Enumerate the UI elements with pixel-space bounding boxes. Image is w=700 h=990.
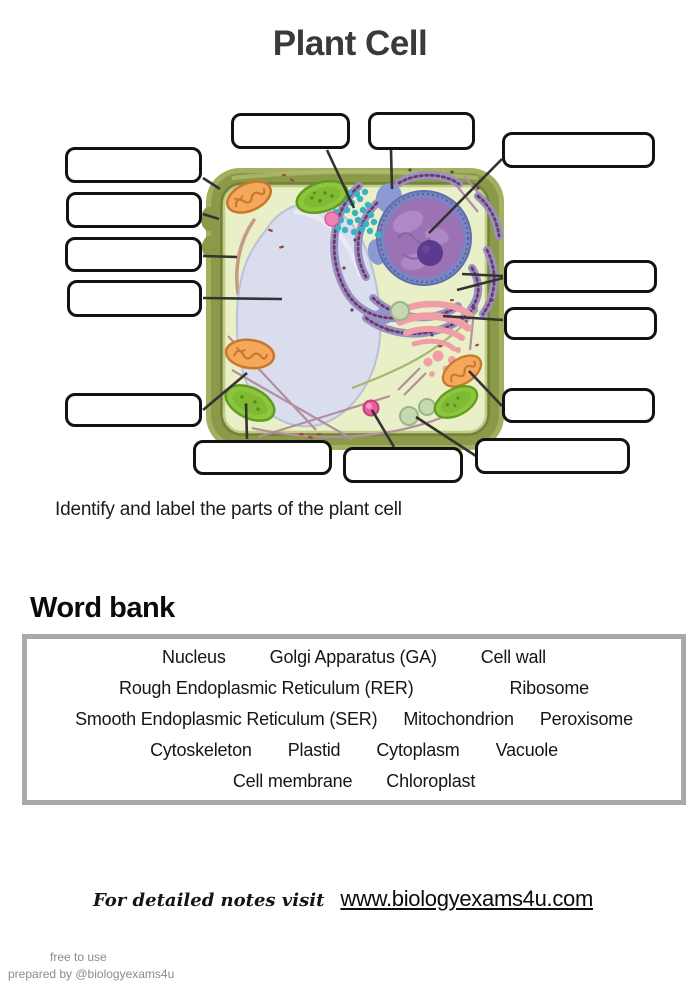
license-text: free to use xyxy=(50,950,107,964)
word-bank-row: Smooth Endoplasmic Reticulum (SER) Mitoch… xyxy=(33,704,675,735)
footer-note: For detailed notes visit www.biologyexam… xyxy=(93,886,593,912)
cytoplasm-specks xyxy=(267,174,479,439)
word-bank-term: Rough Endoplasmic Reticulum (RER) xyxy=(119,678,414,698)
label-box-left-5[interactable] xyxy=(65,393,202,427)
word-bank-term: Peroxisome xyxy=(539,709,633,729)
word-bank-term: Cell wall xyxy=(480,647,546,667)
word-bank-heading: Word bank xyxy=(30,592,175,624)
ribosome-cluster xyxy=(332,188,382,239)
page-title: Plant Cell xyxy=(272,24,428,63)
footer-note-prefix: For detailed notes visit xyxy=(93,890,325,911)
label-box-right-3[interactable] xyxy=(504,307,657,340)
word-bank-term: Ribosome xyxy=(509,678,590,698)
label-box-top-1[interactable] xyxy=(231,113,350,149)
footer-link[interactable]: www.biologyexams4u.com xyxy=(340,886,594,911)
word-bank-row: Cytoskeleton Plastid Cytoplasm Vacuole xyxy=(33,735,675,766)
word-bank-term: Mitochondrion xyxy=(403,709,514,729)
label-box-left-4[interactable] xyxy=(67,280,202,317)
word-bank-term: Smooth Endoplasmic Reticulum (SER) xyxy=(75,709,378,729)
label-box-bottom-1[interactable] xyxy=(193,440,332,475)
word-bank-term: Vacuole xyxy=(495,740,559,760)
label-box-bottom-3[interactable] xyxy=(475,438,630,474)
credit-text: prepared by @biologyexams4u xyxy=(8,967,175,981)
nucleolus xyxy=(417,240,443,266)
word-bank-term: Chloroplast xyxy=(386,771,476,791)
word-bank-term: Cell membrane xyxy=(232,771,353,791)
label-box-bottom-2[interactable] xyxy=(343,447,463,483)
mitochondrion-left-lower xyxy=(224,338,276,370)
label-box-top-2[interactable] xyxy=(368,112,475,150)
plastids xyxy=(390,301,436,426)
chloroplast-bottom-right xyxy=(433,385,479,419)
label-box-right-2[interactable] xyxy=(504,260,657,293)
chloroplast-bottom-left xyxy=(224,384,276,422)
smooth-er xyxy=(235,218,256,296)
word-bank-row: Nucleus Golgi Apparatus (GA) Cell wall xyxy=(33,642,675,673)
instruction-text: Identify and label the parts of the plan… xyxy=(55,499,402,520)
nucleus xyxy=(376,190,472,286)
word-bank-term: Cytoskeleton xyxy=(150,740,252,760)
mitochondrion-top-left xyxy=(226,180,272,214)
label-box-left-3[interactable] xyxy=(65,237,202,272)
peroxisome xyxy=(362,399,380,417)
word-bank-row: Cell membrane Chloroplast xyxy=(33,766,675,797)
mitochondrion-bottom-right xyxy=(441,354,483,388)
leader-lines xyxy=(202,149,504,458)
chloroplast-top xyxy=(295,179,349,215)
word-bank-term: Nucleus xyxy=(162,647,226,667)
word-bank-row: Rough Endoplasmic Reticulum (RER) Ribosom… xyxy=(33,673,675,704)
label-box-right-4[interactable] xyxy=(502,388,655,423)
label-box-left-1[interactable] xyxy=(65,147,202,183)
word-bank-term: Plastid xyxy=(287,740,341,760)
label-box-left-2[interactable] xyxy=(66,192,202,228)
word-bank-term: Cytoplasm xyxy=(376,740,460,760)
label-box-right-1[interactable] xyxy=(502,132,655,168)
word-bank-term: Golgi Apparatus (GA) xyxy=(269,647,437,667)
